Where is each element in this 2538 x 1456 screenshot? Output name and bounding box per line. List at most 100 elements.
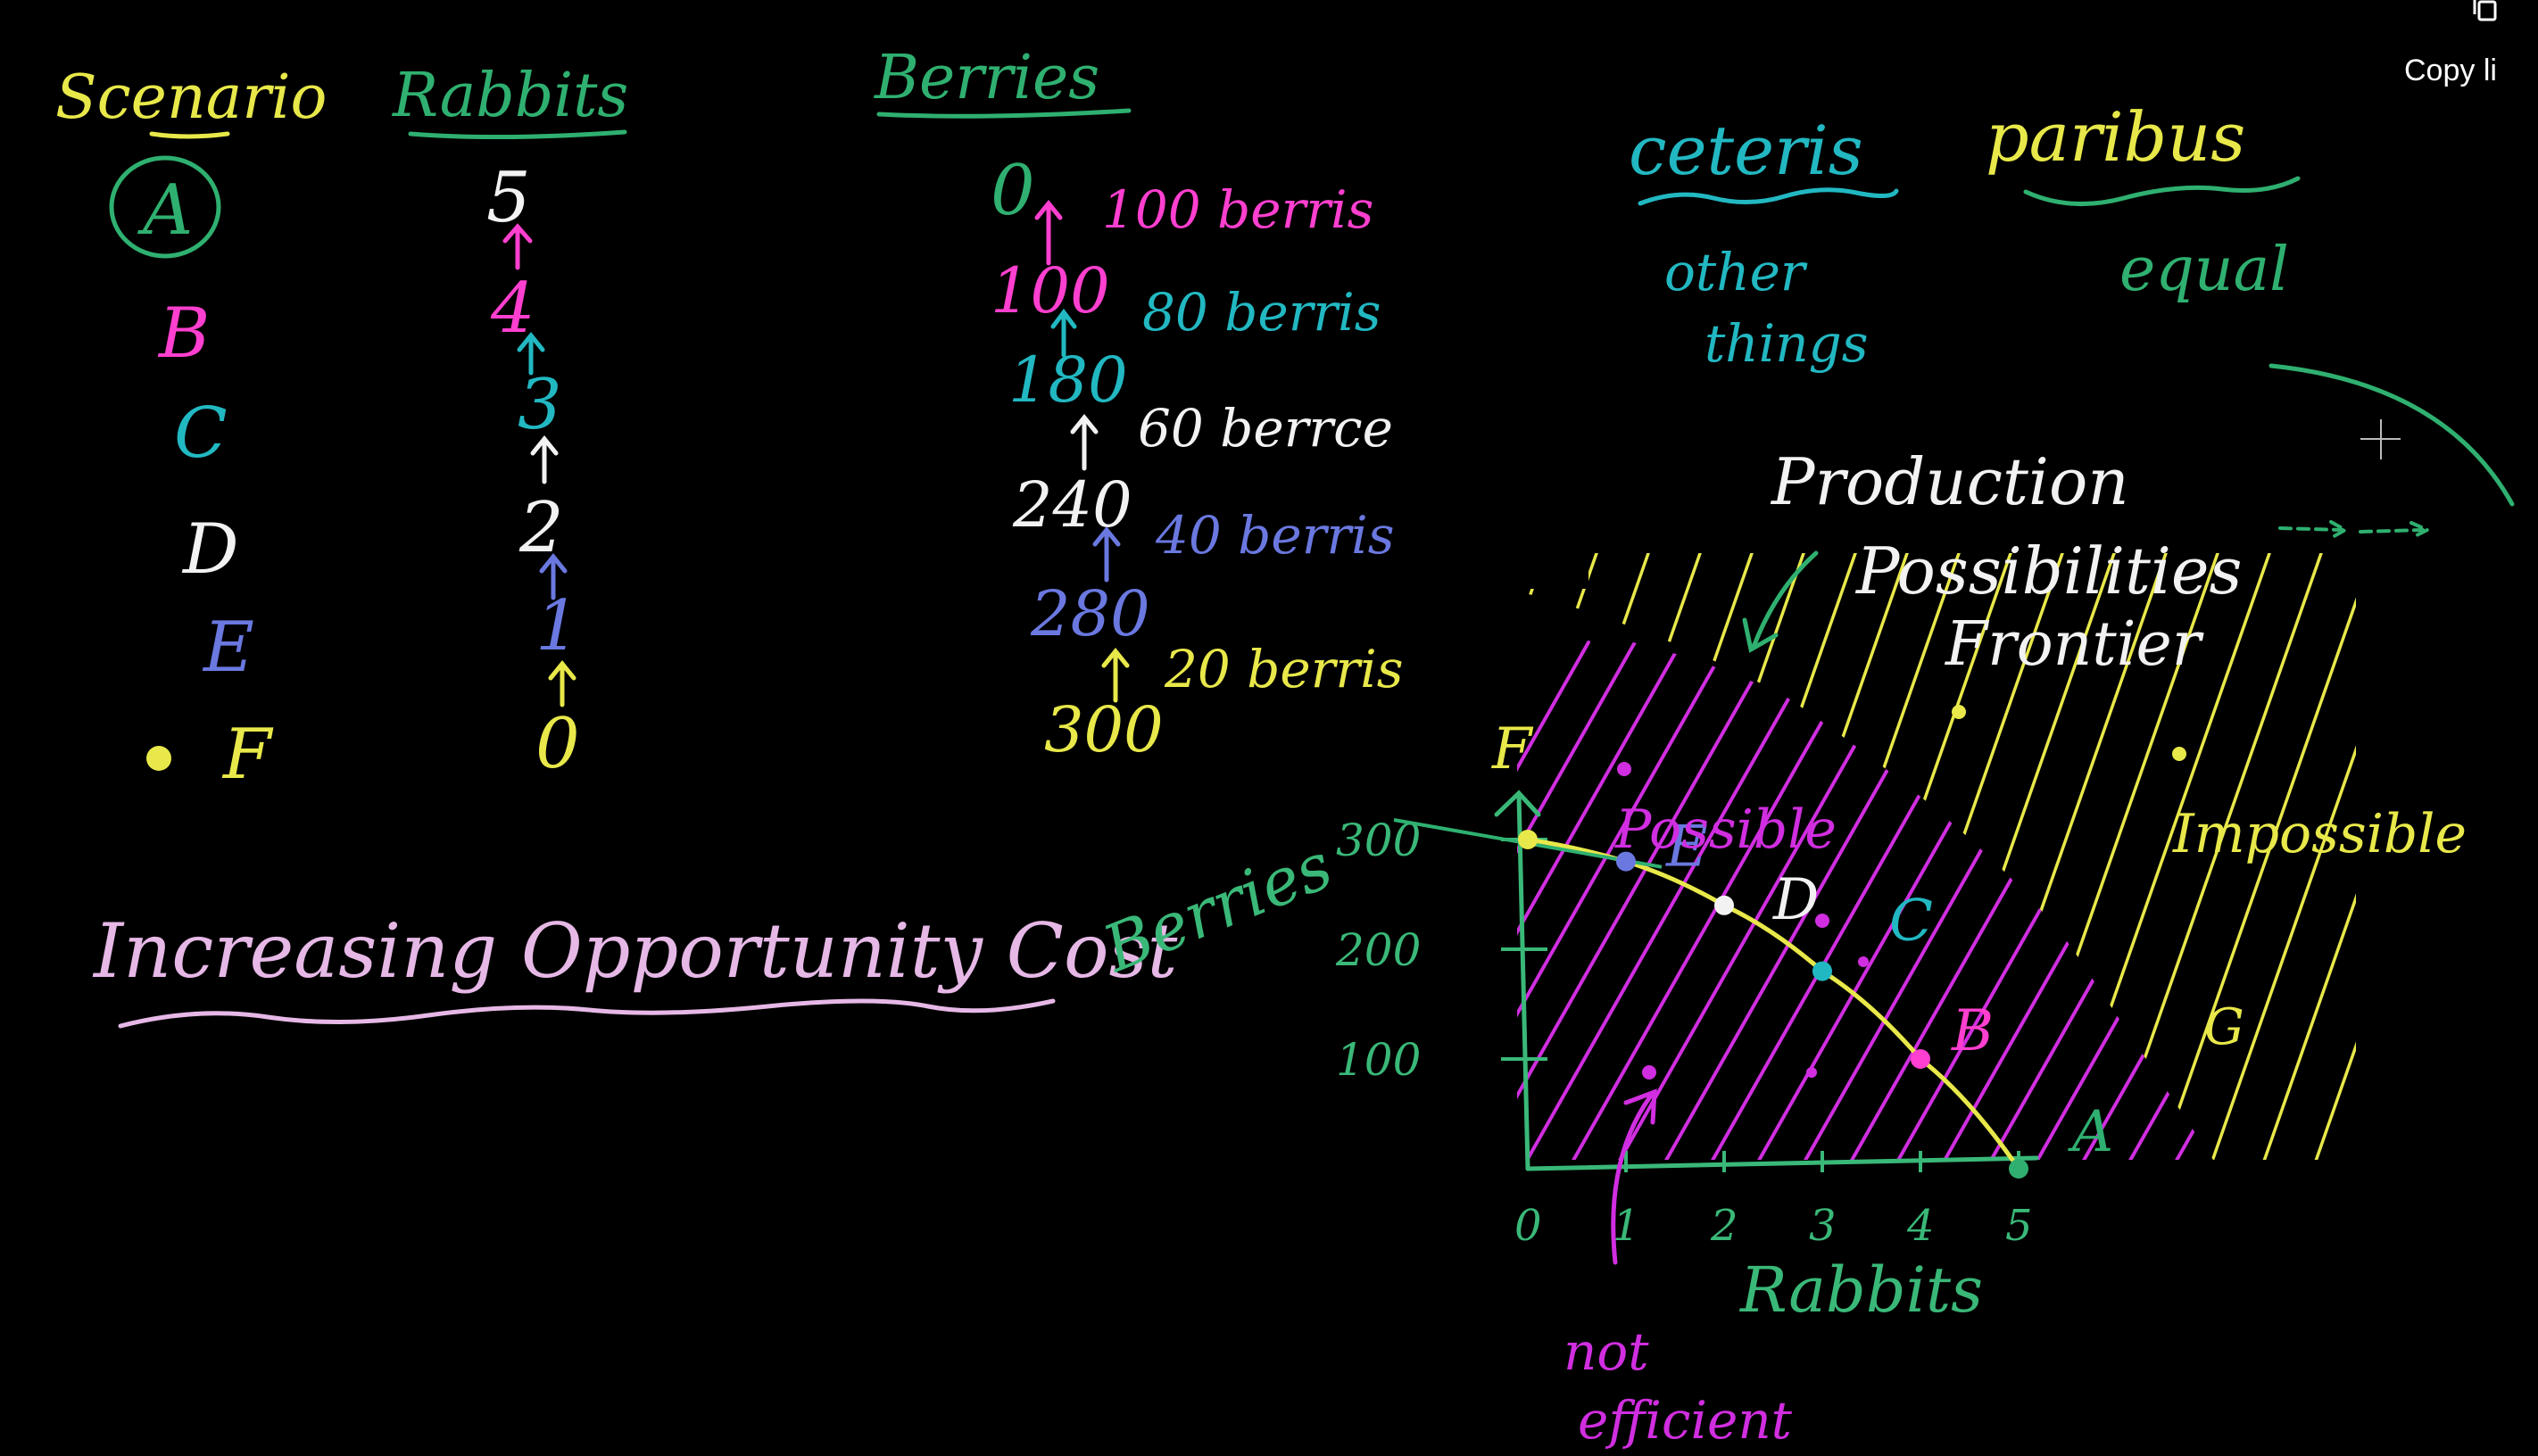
not-efficient-label-2: efficient	[1578, 1390, 1793, 1451]
rabbits-b: 4	[490, 269, 535, 349]
scenario-a-circle	[109, 155, 221, 259]
y-axis-arrow	[1494, 790, 1541, 817]
x-tick-label: 5	[2005, 1201, 2033, 1251]
rabbits-arrow-2-3	[530, 435, 559, 484]
data-point	[1518, 830, 1538, 849]
berries-b: 100	[991, 254, 1110, 327]
berries-arrow-e-f	[1101, 648, 1130, 703]
paribus-translation-equal: equal	[2119, 235, 2289, 305]
berries-diff-2: 80 berris	[1142, 282, 1381, 343]
hatch-stroke	[1979, 641, 2213, 1160]
berries-arrow-c-d	[1070, 414, 1099, 471]
possible-label: Possible	[1614, 798, 1837, 861]
berries-diff-1: 100 berris	[1102, 179, 1373, 240]
not-efficient-arrow	[1611, 1088, 1657, 1265]
data-point-label: D	[1772, 867, 1819, 933]
berries-arrow-b-c	[1050, 308, 1077, 358]
x-axis	[1525, 1155, 2039, 1171]
hatch-stroke	[1517, 641, 1822, 1160]
hatch-stroke	[1840, 641, 2147, 1160]
hatch-stroke	[2195, 553, 2356, 1160]
hatch-stroke	[2119, 641, 2213, 1160]
berries-d: 240	[1012, 468, 1132, 542]
impossible-point	[1952, 705, 1966, 719]
scenario-e: E	[202, 608, 254, 688]
berries-a: 0	[991, 151, 1035, 231]
berries-c: 180	[1008, 343, 1128, 417]
data-point	[2009, 1159, 2028, 1179]
possible-point	[1815, 914, 1829, 928]
scenario-f: F	[221, 715, 274, 795]
copy-link-button[interactable]: Copy li	[2404, 0, 2538, 98]
scenario-b: B	[157, 294, 210, 374]
y-tick-label: 100	[1336, 1034, 1421, 1086]
hatch-stroke	[1517, 641, 1776, 1160]
rabbits-arrow-1-2	[539, 553, 568, 600]
x-tick-label: 0	[1514, 1201, 1542, 1251]
data-point	[1714, 895, 1734, 915]
paribus-underline	[2023, 176, 2301, 206]
possible-point	[1858, 956, 1869, 967]
data-point	[1616, 851, 1636, 872]
berries-arrow-d-e	[1092, 526, 1121, 583]
hatch-stroke	[2247, 553, 2356, 1160]
rabbits-f: 0	[535, 704, 580, 784]
ceteris-underline	[1638, 187, 1899, 206]
berries-arrow-a-b	[1034, 200, 1063, 266]
impossible-point	[2172, 747, 2186, 761]
header-rabbits: Rabbits	[391, 61, 628, 131]
data-point-label: B	[1951, 998, 1994, 1064]
x-tick-label: 3	[1809, 1201, 1837, 1251]
possible-point	[1617, 762, 1631, 776]
data-point-label: E	[1665, 815, 1708, 881]
berries-e: 280	[1030, 577, 1150, 650]
data-point-label: F	[1491, 716, 1534, 782]
rabbits-a: 5	[486, 158, 531, 238]
rabbits-e: 1	[535, 586, 580, 666]
not-efficient-label-1: not	[1563, 1321, 1649, 1382]
data-point-label: C	[1889, 889, 1933, 955]
ppf-title-possibilities: Possibilities	[1854, 534, 2243, 608]
hatch-stroke	[1933, 641, 2213, 1160]
y-tick-label: 200	[1335, 924, 1421, 976]
header-scenario: Scenario	[55, 62, 327, 133]
hatch-stroke	[2144, 553, 2356, 1160]
hatch-stroke	[1517, 641, 1590, 1160]
hatch-stroke	[1517, 641, 1729, 1160]
impossible-label: Impossible	[2172, 803, 2467, 865]
hatch-stroke	[1517, 641, 1683, 1160]
header-scenario-underline	[149, 131, 230, 139]
hatch-stroke	[1517, 641, 1637, 1160]
x-tick-label: 2	[1710, 1201, 1738, 1251]
ppf-title-frontier: Frontier	[1944, 609, 2204, 680]
scenario-c: C	[174, 393, 228, 474]
scenario-f-dot	[146, 746, 171, 771]
cursor-crosshair-icon	[2360, 419, 2401, 459]
rabbits-arrow-4-5	[502, 223, 533, 270]
possible-region-hatching	[1517, 641, 2213, 1160]
ceteris-translation-other: other	[1664, 242, 1808, 302]
rabbits-arrow-3-4	[517, 332, 545, 376]
header-berries: Berries	[873, 43, 1099, 113]
header-berries-underline	[876, 108, 1132, 119]
rabbits-arrow-0-1	[548, 660, 576, 707]
hatch-stroke	[2165, 641, 2213, 1160]
berries-diff-5: 20 berris	[1164, 639, 1403, 699]
increasing-cost-underline	[118, 998, 1056, 1029]
copy-link-label: Copy li	[2404, 54, 2497, 87]
hatch-stroke	[2072, 641, 2213, 1160]
dashed-arrows	[2278, 520, 2432, 540]
ppf-title-pointer-arrow	[1742, 550, 1819, 653]
decorative-arc	[2268, 363, 2515, 507]
possible-point	[1806, 1067, 1817, 1078]
ceteris-word: ceteris	[1629, 111, 1863, 190]
possible-point	[1642, 1065, 1656, 1080]
berries-f: 300	[1044, 693, 1164, 766]
data-point	[1911, 1049, 1930, 1069]
x-axis-label: Rabbits	[1738, 1253, 1983, 1327]
point-g-label: G	[2204, 998, 2244, 1056]
scenario-a: A	[137, 170, 193, 251]
data-point	[1812, 961, 1832, 981]
